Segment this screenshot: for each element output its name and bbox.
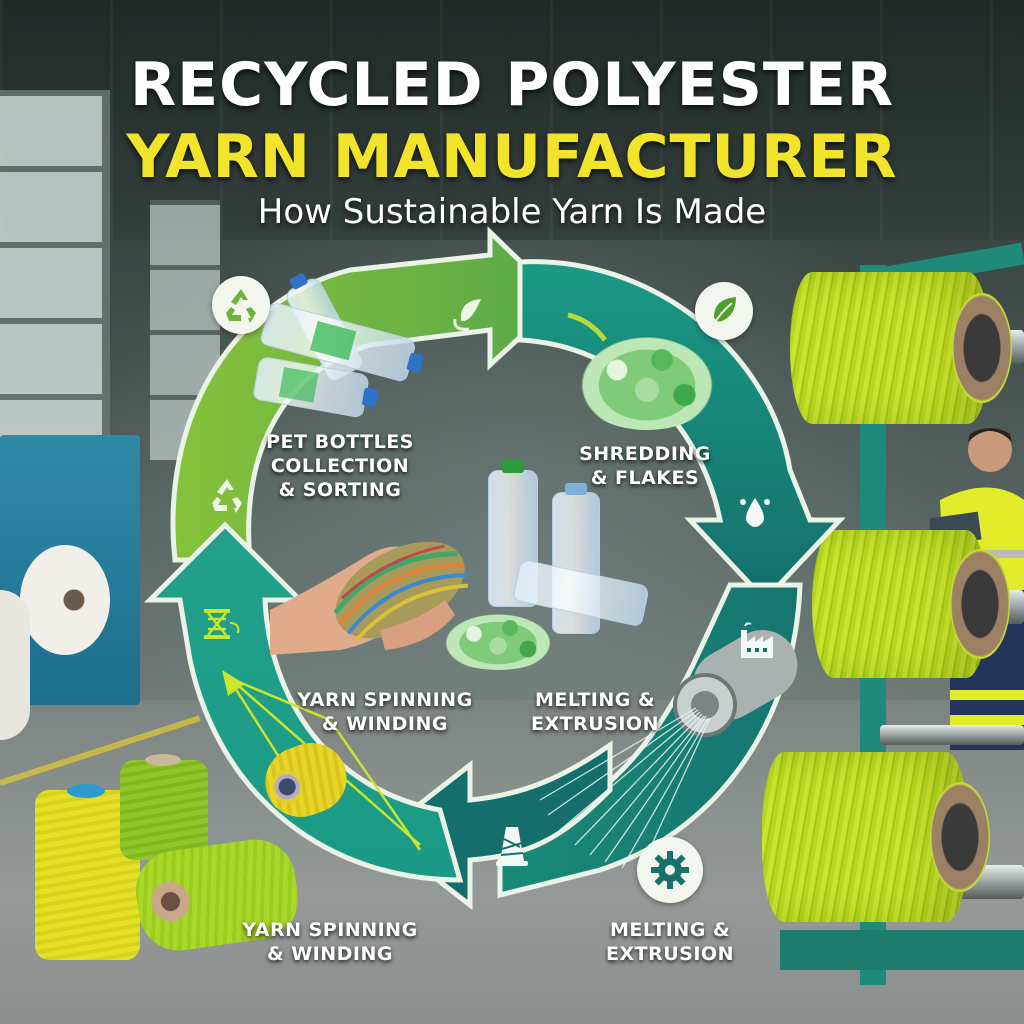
water-drop-icon (740, 498, 770, 527)
pet-flakes-pile (572, 330, 722, 430)
lime-yarn-spool (812, 530, 1010, 678)
title-line-1: RECYCLED POLYESTER (129, 50, 895, 120)
title-line-2: YARN MANUFACTURER (126, 122, 898, 192)
hand-holding-recycled-yarn (270, 541, 469, 655)
white-spool (0, 590, 30, 740)
recycle-icon (226, 289, 256, 323)
subtitle: How Sustainable Yarn Is Made (257, 192, 767, 232)
recycle-icon (212, 479, 242, 513)
leaf-icon-badge (695, 282, 753, 340)
bottom-label-spinning: YARN SPINNING & WINDING (242, 919, 418, 965)
yarn-spool-icon (204, 609, 240, 639)
factory-icon (741, 622, 773, 658)
gear-icon (651, 851, 689, 889)
green-yarn-cone (120, 754, 208, 860)
lime-yarn-spool (790, 272, 1012, 424)
step-label-spinning: YARN SPINNING & WINDING (297, 689, 473, 735)
bottom-label-melting: MELTING & EXTRUSION (606, 919, 734, 965)
leaf-icon (453, 299, 481, 331)
pet-flakes-pile (438, 610, 558, 670)
step-label-collection: PET BOTTLES COLLECTION & SORTING (266, 431, 414, 501)
extrusion-filaments (539, 707, 711, 871)
spool-rack-base (780, 930, 1024, 970)
thread-arrowhead (222, 670, 245, 696)
spool-shaft (880, 725, 1024, 745)
recycle-icon-badge (212, 276, 270, 334)
step-label-melting: MELTING & EXTRUSION (531, 689, 659, 735)
lime-yarn-spool (762, 752, 990, 922)
flakes-arrow (567, 312, 607, 342)
step-label-shredding: SHREDDING & FLAKES (579, 443, 711, 489)
gear-icon-badge (637, 837, 703, 903)
thread-cone-icon (496, 827, 528, 866)
leaf-icon (711, 297, 736, 328)
factory-window (0, 90, 110, 470)
